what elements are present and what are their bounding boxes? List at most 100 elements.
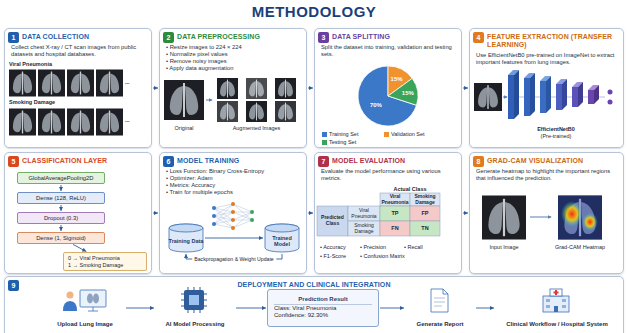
legend-swatch	[322, 140, 327, 145]
network-figure	[250, 210, 254, 214]
step-number: 6	[163, 156, 174, 167]
legend-swatch	[322, 132, 327, 137]
note-box: 0 → Viral Pneumonia1 → Smoking Damage	[63, 252, 147, 271]
layer-box: Dropout (0.3)	[17, 212, 105, 224]
label: 15%	[402, 89, 414, 96]
hospital-icon	[554, 292, 559, 294]
label: (Pre-trained)	[514, 133, 598, 139]
panel-heading: CLASSIFICATION LAYER	[22, 157, 147, 165]
panel-text: Collect chest X-ray / CT scan images fro…	[11, 44, 146, 58]
panel-heading: FEATURE EXTRACTION (TRANSFER LEARNING)	[487, 33, 619, 49]
augmentation-figure	[217, 78, 238, 99]
process-panel: DEPLOYMENT AND CLINICAL INTEGRATION9Uplo…	[4, 276, 624, 333]
xray-thumbnails	[9, 70, 36, 97]
upload-icon	[88, 307, 98, 311]
connector	[61, 205, 62, 211]
panel-heading: DATA COLLECTION	[22, 33, 147, 41]
augmentation-figure	[246, 101, 267, 122]
layer-text: GlobalAveragePooling2D	[29, 175, 94, 182]
panel-heading: MODEL EVALUATION	[332, 157, 457, 165]
result-text: Confidence: 92.30%	[274, 312, 372, 320]
xray-thumbnails	[67, 70, 94, 97]
report-icon	[431, 289, 448, 312]
ai-chip-icon	[181, 287, 207, 313]
icon-text: AI Model Processing	[165, 321, 224, 328]
report-icon	[434, 298, 445, 306]
connector	[61, 225, 62, 231]
step-number: 7	[318, 156, 329, 167]
connector	[308, 88, 313, 89]
label: FN	[380, 221, 410, 236]
upload-icon	[63, 301, 77, 311]
efficientnet-figure	[608, 100, 613, 105]
step-number: 8	[473, 156, 484, 167]
cyl-text: Trained Model	[264, 235, 300, 247]
panel-text: • Apply data augmentation	[166, 65, 301, 72]
icon-node: Upload Lung Image	[45, 287, 125, 329]
label: TP	[380, 206, 410, 221]
efficientnet-figure	[588, 90, 594, 104]
step-number: 5	[8, 156, 19, 167]
ai-chip-icon	[184, 290, 204, 310]
network-figure	[231, 226, 235, 230]
hospital-icon	[550, 289, 562, 296]
confusion-matrix	[380, 193, 410, 206]
efficientnet-figure	[540, 81, 546, 113]
label: 15%	[391, 76, 403, 83]
efficientnet-figure	[572, 87, 578, 107]
cylinder-body	[265, 224, 299, 252]
confusion-matrix	[317, 206, 348, 236]
ai-chip-icon	[181, 287, 207, 313]
connector	[73, 244, 86, 251]
gradcam-figure	[558, 196, 602, 240]
badge-text: 7	[322, 158, 326, 165]
gradcam-figure	[482, 195, 602, 240]
cyl-text: Training Data	[169, 238, 204, 244]
panel-text: Evaluate the model performance using var…	[321, 168, 456, 182]
gradcam-figure	[530, 217, 551, 218]
label: • Accuracy	[320, 244, 346, 250]
efficientnet-figure	[594, 85, 599, 104]
efficientnet-figure	[562, 79, 567, 110]
layer-box: Dense (128, ReLU)	[17, 192, 105, 204]
panel-heading: DATA PREPROCESSING	[177, 33, 302, 41]
process-panel: DATA COLLECTION Collect chest X-ray / CT …	[4, 28, 152, 148]
gradcam-figure	[482, 196, 526, 240]
result-box: Prediction ResultClass: Viral PneumoniaC…	[267, 289, 379, 327]
edge-label: Backpropagation & Weight Update	[192, 256, 276, 262]
augmentation-figure	[217, 101, 238, 122]
network-figure	[231, 210, 235, 214]
connector	[236, 308, 266, 309]
label: • Recall	[404, 244, 423, 250]
augmentation-figure	[164, 78, 296, 122]
ai-chip-icon	[189, 295, 199, 305]
label: EfficientNetB0	[514, 126, 598, 132]
upload-icon	[67, 292, 74, 299]
confusion-matrix	[410, 221, 440, 236]
panel-heading: GRAD-CAM VISUALIZATION	[487, 157, 619, 165]
layer-box: Dense (1, Sigmoid)	[17, 232, 105, 244]
connector	[476, 308, 494, 309]
label: Grad-CAM Heatmap	[548, 244, 612, 250]
upload-icon	[87, 294, 93, 304]
badge-text: 6	[167, 158, 171, 165]
xray-thumbnails	[96, 109, 123, 136]
confusion-matrix	[410, 193, 440, 206]
xray-thumbnails	[38, 70, 65, 97]
network-figure	[250, 218, 254, 222]
result-text: Class: Viral Pneumonia	[274, 305, 372, 313]
badge-text: 2	[167, 34, 171, 41]
panel-text: Split the dataset into training, validat…	[321, 44, 456, 58]
badge-text: 9	[12, 282, 16, 289]
connector	[463, 88, 468, 89]
connector	[205, 238, 263, 239]
upload-icon	[80, 290, 106, 307]
cylinder-body	[169, 224, 203, 252]
connector	[463, 213, 468, 214]
icon-text: Generate Report	[416, 321, 463, 328]
label: ...	[125, 117, 130, 123]
network-figure	[214, 204, 252, 228]
xray-thumbnails	[67, 109, 94, 136]
legend-text: Training Set	[329, 131, 358, 137]
